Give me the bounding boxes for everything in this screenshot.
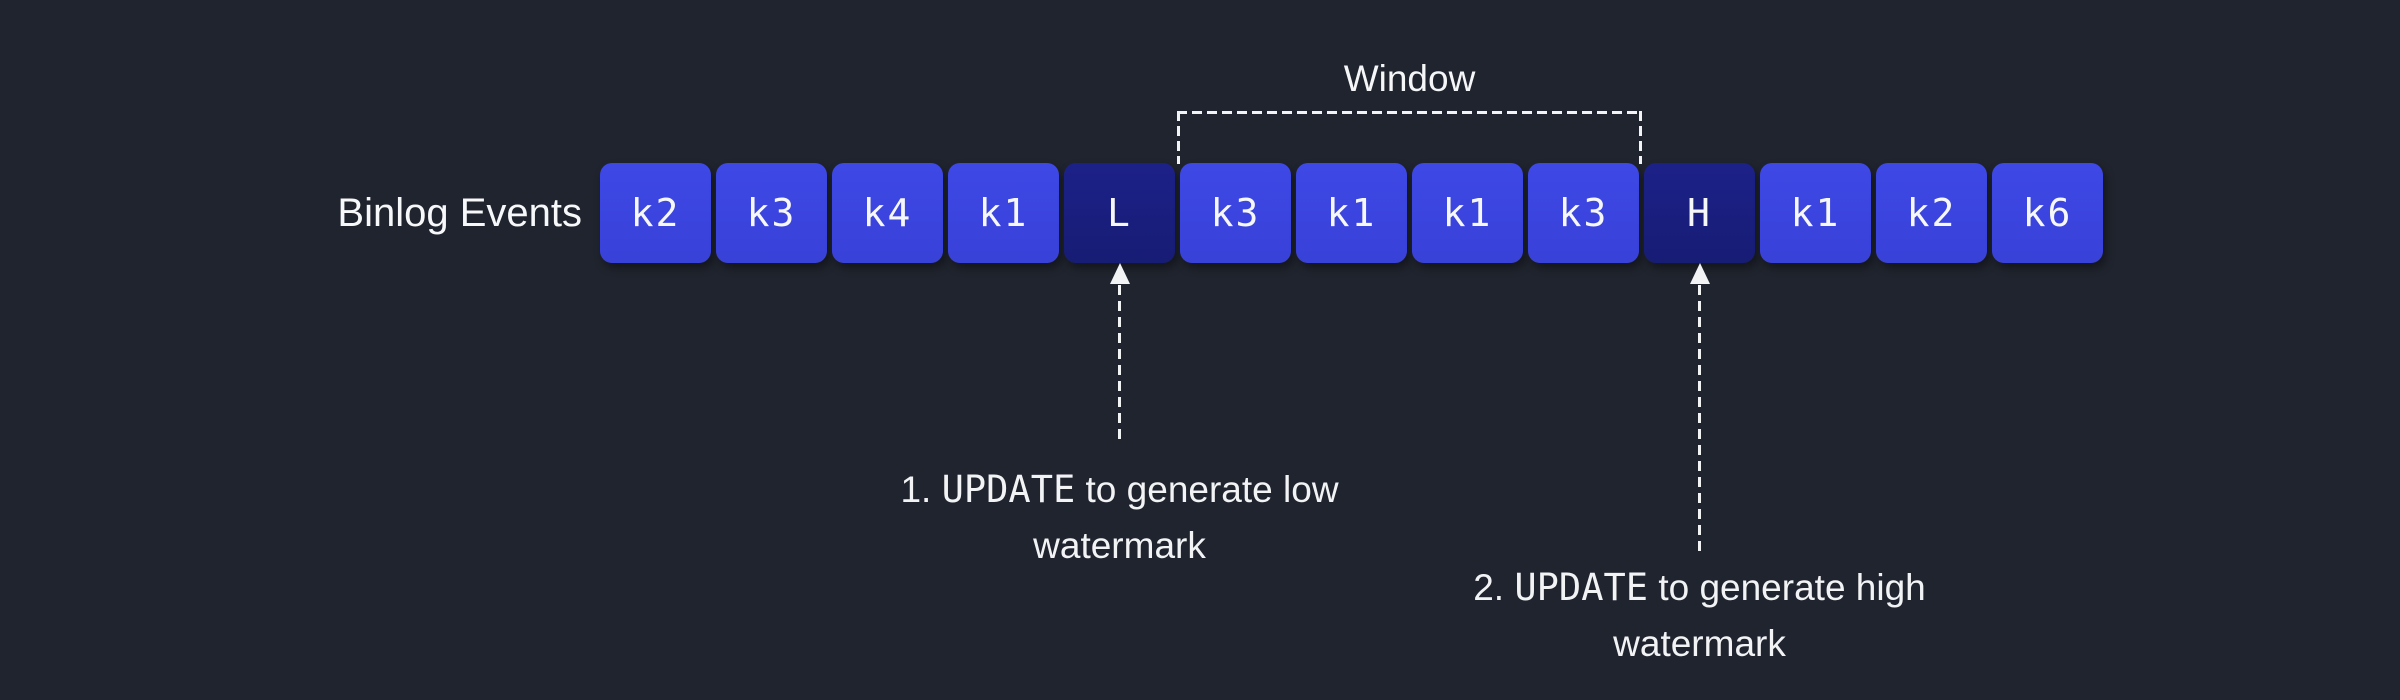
annotation-keyword: UPDATE [1514, 566, 1649, 609]
annotation-text-2: 2. UPDATE to generate high watermark [1460, 560, 1940, 672]
watermark-event-box-L: L [1064, 163, 1175, 263]
binlog-event-box: k1 [1296, 163, 1407, 263]
annotation-arrow-line-2 [1698, 285, 1701, 552]
binlog-event-box: k3 [716, 163, 827, 263]
window-bracket-top-line [1177, 111, 1642, 114]
annotation-number: 2. [1473, 567, 1505, 608]
binlog-events-label: Binlog Events [337, 191, 582, 235]
annotation-keyword: UPDATE [941, 468, 1076, 511]
binlog-event-box: k4 [832, 163, 943, 263]
annotation-arrow-head-1 [1109, 263, 1130, 284]
window-bracket-left-line [1177, 111, 1180, 164]
binlog-event-box: k1 [1760, 163, 1871, 263]
watermark-event-box-H: H [1644, 163, 1755, 263]
binlog-event-box: k1 [948, 163, 1059, 263]
annotation-rest: to generate low watermark [1033, 469, 1339, 566]
binlog-event-box: k6 [1992, 163, 2103, 263]
binlog-event-box: k2 [1876, 163, 1987, 263]
annotation-text-1: 1. UPDATE to generate low watermark [880, 462, 1360, 574]
binlog-event-box: k3 [1528, 163, 1639, 263]
binlog-event-box: k1 [1412, 163, 1523, 263]
window-bracket [1177, 111, 1642, 164]
window-bracket-right-line [1639, 111, 1642, 164]
annotation-arrow-line-1 [1118, 285, 1121, 443]
annotation-number: 1. [900, 469, 932, 510]
window-label: Window [1343, 58, 1476, 99]
binlog-event-box: k3 [1180, 163, 1291, 263]
annotation-rest: to generate high watermark [1613, 567, 1926, 664]
annotation-arrow-head-2 [1689, 263, 1710, 284]
binlog-event-box: k2 [600, 163, 711, 263]
